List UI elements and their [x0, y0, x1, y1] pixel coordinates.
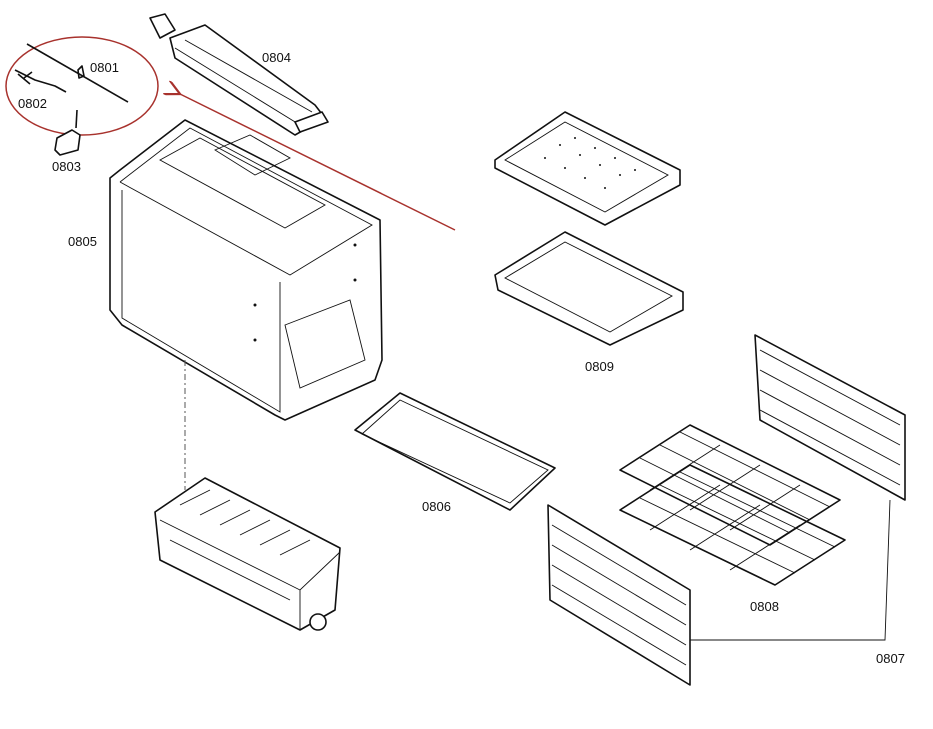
part-0804-heater[interactable] [149, 13, 329, 136]
part-0808-wire-racks[interactable] [619, 424, 846, 586]
part-lower-heater-assembly[interactable] [154, 477, 341, 631]
part-0809-trays[interactable] [494, 111, 684, 346]
label-0806: 0806 [422, 499, 451, 514]
label-0808: 0808 [750, 599, 779, 614]
part-0807-side-supports[interactable] [547, 334, 906, 686]
part-0802-sensor[interactable] [14, 69, 67, 93]
label-0805: 0805 [68, 234, 97, 249]
label-0809: 0809 [585, 359, 614, 374]
label-0801: 0801 [90, 60, 119, 75]
highlight-arrow [180, 94, 456, 231]
label-0803: 0803 [52, 159, 81, 174]
label-0804: 0804 [262, 50, 291, 65]
part-0806-bottom-plate[interactable] [354, 392, 556, 511]
part-0805-oven-cavity[interactable] [109, 119, 383, 421]
highlight-circle [5, 36, 159, 136]
label-0807: 0807 [876, 651, 905, 666]
part-0801-probe[interactable] [26, 43, 129, 103]
label-0802: 0802 [18, 96, 47, 111]
part-0803-bracket[interactable] [54, 109, 81, 156]
